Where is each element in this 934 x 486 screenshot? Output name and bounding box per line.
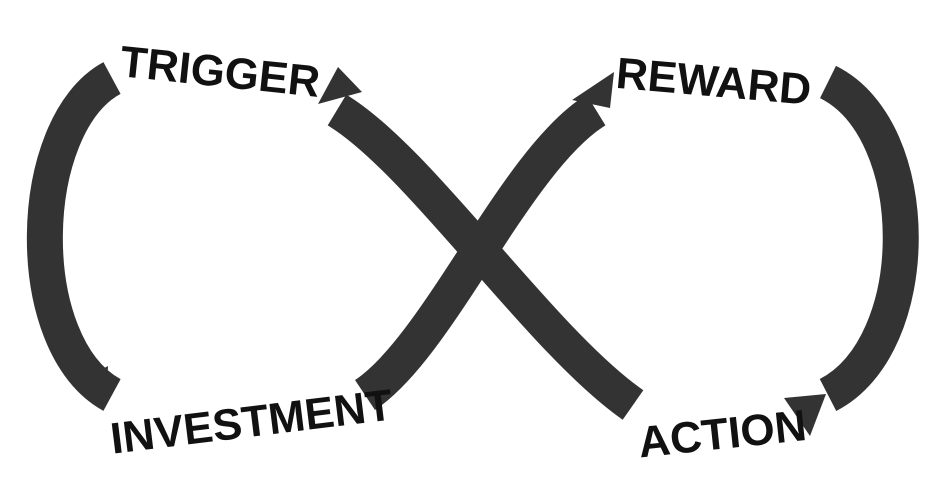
stage-label-action: ACTION <box>636 401 809 467</box>
arrow-into-reward-icon <box>572 72 614 108</box>
stage-label-reward: REWARD <box>614 49 813 115</box>
stage-label-trigger: TRIGGER <box>118 37 322 107</box>
arrow-into-action-icon <box>784 394 826 436</box>
left-loop-arc <box>26 62 122 411</box>
arrow-after-trigger-icon <box>318 67 362 104</box>
crossing-band-up <box>354 94 607 410</box>
stage-label-investment: INVESTMENT <box>108 380 396 463</box>
right-loop-arc <box>818 65 919 411</box>
arrow-into-investment-icon <box>74 366 108 406</box>
